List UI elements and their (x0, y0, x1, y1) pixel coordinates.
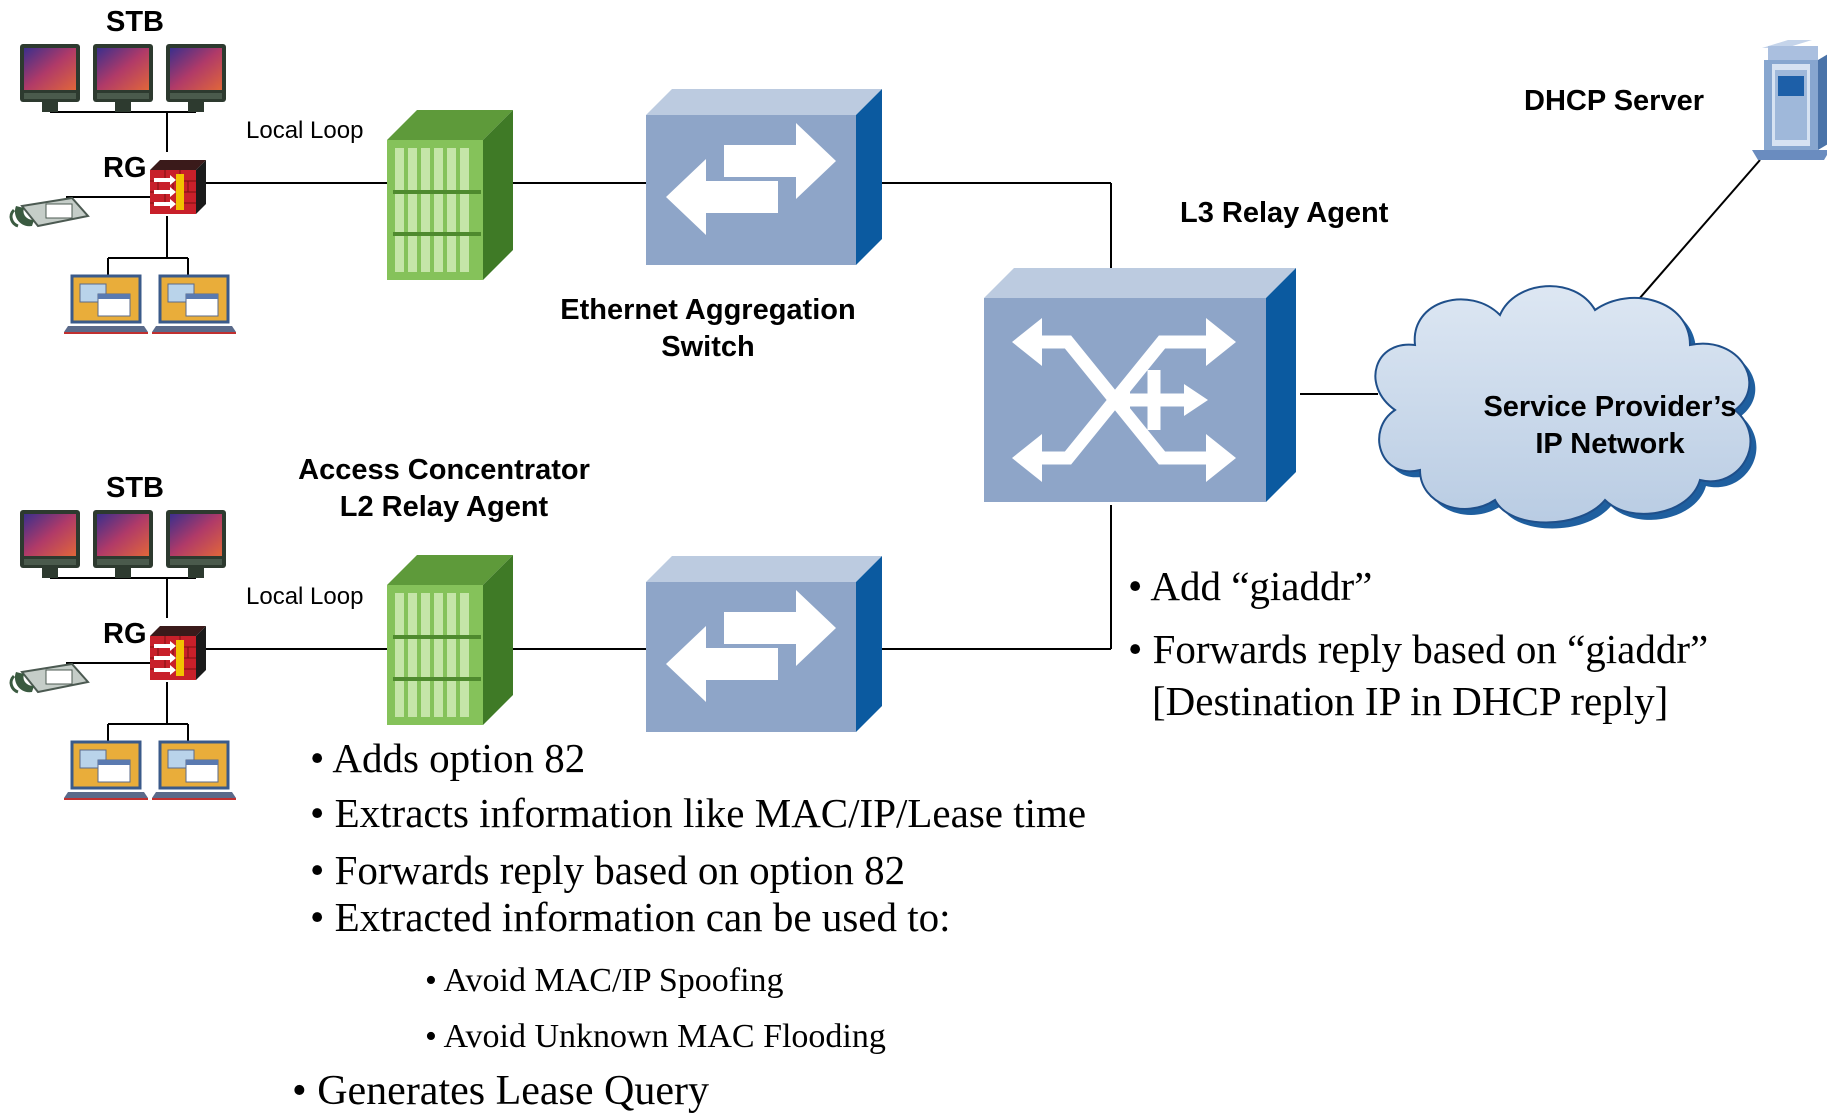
stb-label-top: STB (106, 6, 164, 38)
stb-group-top (20, 44, 226, 112)
l2-note: • Extracts information like MAC/IP/Lease… (310, 790, 1087, 836)
laptop-icon (62, 274, 150, 335)
dhcp-server-icon (1752, 40, 1827, 160)
ethernet-aggregation-label: Ethernet Aggregation Switch (560, 294, 856, 363)
tv-icon (93, 510, 153, 578)
laptop-icon (150, 274, 238, 335)
rg-label-bottom: RG (103, 618, 147, 650)
l2-note: • Adds option 82 (310, 735, 586, 781)
laptop-icon (62, 740, 150, 801)
residential-gateway-icon (149, 159, 207, 215)
residential-gateway-icon (149, 625, 207, 681)
connection-lines (49, 96, 1761, 741)
tv-icon (20, 44, 80, 112)
tv-icon (166, 44, 226, 112)
l2-subnote: • Avoid MAC/IP Spoofing (425, 962, 784, 999)
l2-note: • Extracted information can be used to: (310, 894, 951, 940)
local-loop-label-bottom: Local Loop (246, 583, 364, 610)
l3-switch-icon (984, 268, 1296, 502)
l3-note: • Add “giaddr” (1128, 563, 1373, 609)
ip-network-label: Service Provider’s IP Network (1483, 391, 1737, 460)
access-concentrator-icon (387, 110, 513, 280)
local-loop-label-top: Local Loop (246, 117, 364, 144)
phone-icon (9, 662, 90, 694)
rg-label-top: RG (103, 152, 147, 184)
phone-icon (9, 196, 90, 228)
ethernet-switch-icon (646, 556, 882, 732)
l3-note: • Forwards reply based on “giaddr” (1128, 626, 1709, 672)
access-concentrator-label: Access Concentrator L2 Relay Agent (298, 454, 590, 523)
tv-icon (93, 44, 153, 112)
laptop-icon (150, 740, 238, 801)
l3-relay-agent-label: L3 Relay Agent (1180, 197, 1389, 229)
access-concentrator-icon (387, 555, 513, 725)
ethernet-switch-icon (646, 89, 882, 265)
l3-note: [Destination IP in DHCP reply] (1152, 678, 1669, 724)
l2-note-lease-query: • Generates Lease Query (292, 1068, 709, 1114)
dhcp-server-label: DHCP Server (1524, 85, 1705, 117)
tv-icon (20, 510, 80, 578)
tv-icon (166, 510, 226, 578)
stb-label-bottom: STB (106, 472, 164, 504)
ip-network-cloud-icon (1374, 285, 1757, 529)
stb-group-bottom (20, 510, 226, 578)
l2-note: • Forwards reply based on option 82 (310, 847, 906, 893)
l2-subnote: • Avoid Unknown MAC Flooding (425, 1018, 886, 1055)
